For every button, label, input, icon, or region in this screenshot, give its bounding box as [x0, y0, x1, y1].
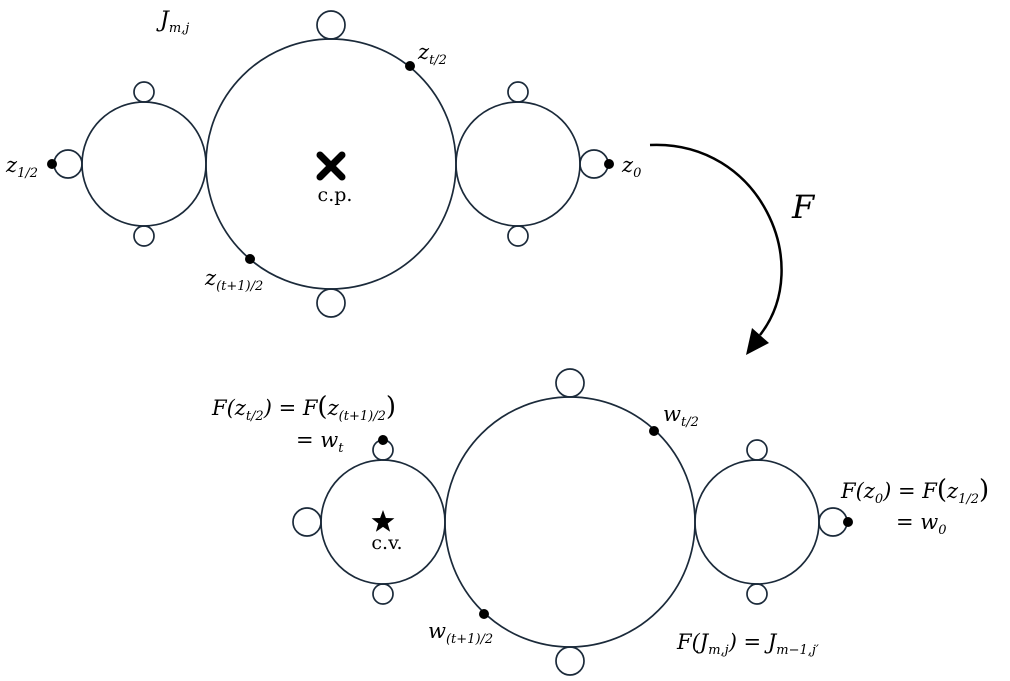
map-arrow-curve [649, 143, 783, 336]
top-left-top-bud [133, 81, 155, 103]
point-w-zero [843, 517, 853, 527]
bottom-right-circle [694, 459, 820, 585]
top-right-top-bud [507, 81, 529, 103]
image-equation: F(Jm,j) = Jm−1,j′ [676, 630, 819, 658]
critical-point-label: c.p. [318, 184, 353, 206]
point-w-t1-half [479, 609, 489, 619]
top-left-outer-bud [53, 149, 83, 179]
point-w-t [378, 435, 388, 445]
top-left-bottom-bud [133, 225, 155, 247]
map-label: F [791, 188, 816, 226]
top-right-circle [455, 101, 581, 227]
point-z-one-half [47, 159, 57, 169]
bottom-left-bottom-bud [372, 583, 394, 605]
bottom-main-bottom-bud [555, 646, 585, 676]
top-julia-set: c.p. Jm,j zt/2 z(t+1)/2 z1/2 z0 [5, 8, 641, 318]
top-main-bottom-bud [316, 288, 346, 318]
top-left-circle [81, 101, 207, 227]
label-z-t1-half: z(t+1)/2 [204, 266, 263, 294]
label-z-one-half: z1/2 [5, 153, 38, 181]
label-z-t-half: zt/2 [417, 40, 447, 68]
equation-left-line1: F(zt/2) = F(z(t+1)/2) [211, 392, 396, 424]
point-w-t-half [649, 426, 659, 436]
map-arrow: F [649, 143, 816, 355]
bottom-main-top-bud [555, 368, 585, 398]
point-z-t1-half [245, 254, 255, 264]
set-label-top: Jm,j [156, 8, 189, 36]
equation-left-line2: = wt [296, 428, 344, 456]
top-right-bottom-bud [507, 225, 529, 247]
bottom-julia-set: c.v. wt/2 w(t+1)/2 F(zt/2) = F(z(t+1)/2)… [211, 368, 989, 676]
label-w-t-half: wt/2 [663, 402, 699, 430]
point-z-t-half [405, 61, 415, 71]
critical-value-label: c.v. [371, 532, 402, 554]
label-z-zero: z0 [621, 153, 641, 181]
critical-value-star-icon [371, 510, 395, 532]
top-right-outer-bud [579, 149, 609, 179]
label-w-t1-half: w(t+1)/2 [428, 619, 493, 647]
equation-right-line2: = w0 [896, 510, 947, 538]
bottom-right-outer-bud [818, 507, 848, 537]
top-main-top-bud [316, 10, 346, 40]
bottom-right-top-bud [746, 439, 768, 461]
bottom-right-bottom-bud [746, 583, 768, 605]
bottom-left-outer-bud [292, 507, 322, 537]
critical-point-cross-icon [316, 151, 346, 181]
arrow-head-icon [746, 328, 769, 355]
equation-right-line1: F(z0) = F(z1/2) [840, 475, 989, 507]
point-z-zero [604, 159, 614, 169]
